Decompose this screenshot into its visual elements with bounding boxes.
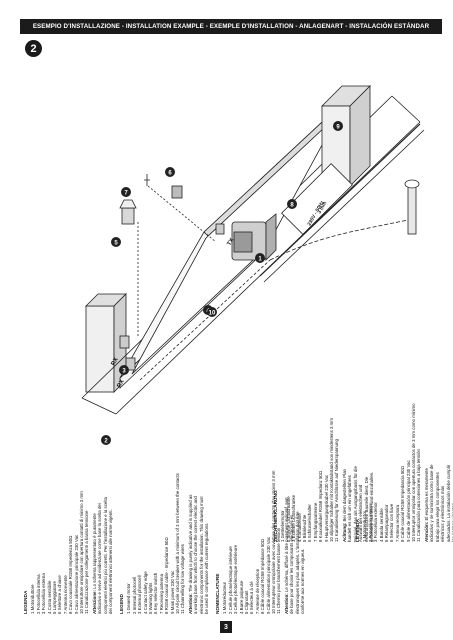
svg-text:1: 1 (258, 257, 262, 263)
callout-8: 8 (287, 199, 297, 209)
callout-7: 7 (121, 187, 131, 197)
callout-5: 5 (111, 237, 121, 247)
legend-item: 11 Kanalisierung für Anschlüsse auf Nied… (334, 439, 340, 542)
svg-text:8: 8 (290, 203, 294, 209)
geared-motor (231, 213, 277, 261)
antenna (144, 174, 150, 186)
rx-label-top: RX (111, 357, 120, 367)
photocell-rx-2 (125, 357, 136, 371)
figure-number-badge: 2 (25, 40, 42, 57)
callout-10: 10 (207, 307, 217, 317)
svg-text:9: 9 (336, 125, 340, 131)
page-number: 3 (220, 621, 232, 633)
callout-6: 6 (165, 167, 175, 177)
legend-title: NOMENCLATURE (216, 573, 221, 614)
tx-label: TX (227, 237, 236, 247)
low-voltage-channel (139, 259, 271, 381)
callout-9: 9 (333, 121, 343, 131)
photocell-tx (215, 223, 225, 235)
legend-item: 11 Channelling for low voltage wires (180, 544, 186, 614)
svg-text:6: 6 (168, 171, 172, 177)
photocell-rx-1 (119, 335, 130, 349)
callout-1: 1 (255, 253, 265, 263)
installation-illustration: 1 2 3 4 5 6 7 8 9 10 RX RX TX 230V - 50H… (81, 85, 425, 445)
key-selector (171, 185, 183, 199)
legend-en: LEGEND 1 Geared motor 2 Internal photoce… (120, 473, 210, 615)
warning-light (119, 199, 137, 225)
callout-3: 3 (119, 365, 129, 375)
svg-text:10: 10 (209, 311, 216, 317)
legend-item: 8 Cable coaxial RG58 Impedancia 50Ω (400, 465, 406, 542)
legend-es: LEYENDA 1 Motorreductor 2 Fotocélula int… (356, 403, 453, 542)
svg-text:5: 5 (114, 241, 118, 247)
legend-title: LEGEND (120, 594, 125, 614)
legend-note: Atención: El esquema es meramente indica… (423, 464, 453, 542)
svg-text:2: 2 (104, 439, 108, 445)
legend-title: LEGENDA (24, 590, 29, 614)
legend-area: LEGENDA 1 Motoriduttore 2 Fotocellula in… (20, 392, 453, 617)
header-title: ESEMPIO D'INSTALLAZIONE - INSTALLATION E… (32, 23, 430, 30)
power-cable (269, 219, 409, 261)
legend-item: 11 Canalizzazione per collegamenti a bas… (84, 510, 90, 614)
callout-2: 2 (101, 435, 111, 445)
legend-note: Attention: The drawing is purely indicat… (187, 494, 210, 615)
legend-item: 8 Koaxialkabel RG58 Impedanz 50Ω (318, 470, 324, 542)
legend-note: Attenzione: Lo schema rappresentato è pu… (91, 496, 114, 614)
legend-item: 11 Canalización para conexiones a baja t… (416, 449, 422, 542)
rx-label-bottom: RX (117, 379, 126, 389)
svg-text:7: 7 (124, 191, 128, 197)
legend-title: ZEICHENERKLÄRUNG (274, 490, 279, 542)
header-bar: ESEMPIO D'INSTALLAZIONE - INSTALLATION E… (20, 19, 442, 34)
legend-it: LEGENDA 1 Motoriduttore 2 Fotocellula in… (24, 491, 114, 614)
legend-title: LEYENDA (356, 519, 361, 542)
breaker-post (404, 179, 420, 235)
svg-text:3: 3 (122, 369, 126, 375)
